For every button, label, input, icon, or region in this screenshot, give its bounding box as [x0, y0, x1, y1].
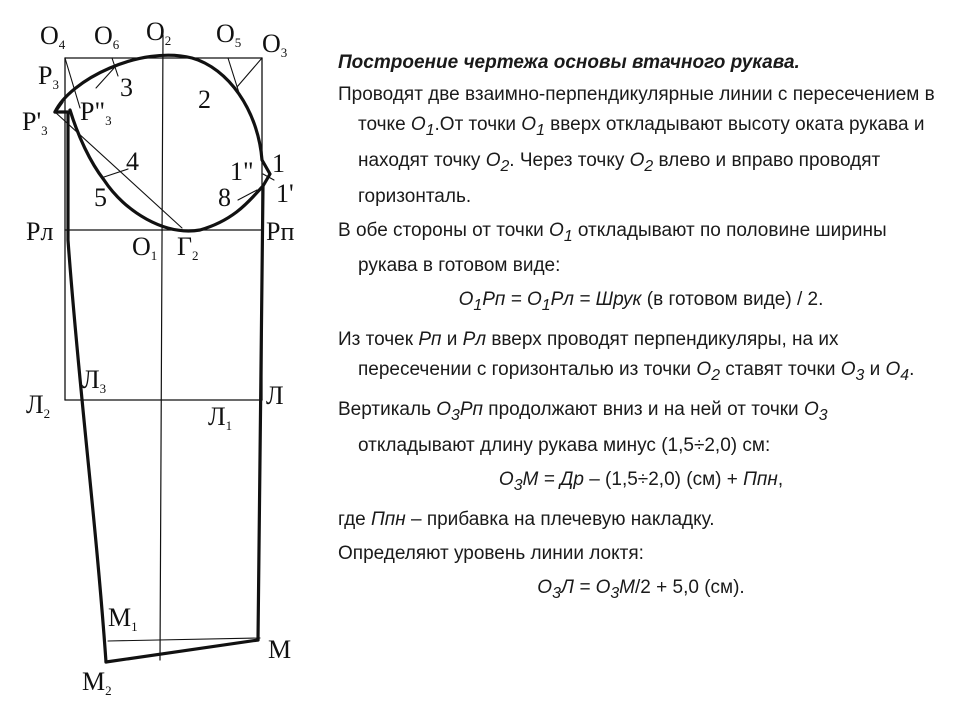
- aux-line-wrist: [107, 637, 261, 642]
- label-m: М: [268, 635, 291, 664]
- label-p3-double-prime: P"3: [80, 97, 112, 128]
- aux-line-segment-3: [95, 66, 116, 89]
- sleeve-pattern-drawing: O4 O6 O2 O5 O3 P3 P'3 P"3 Рл Рп O1 Г2 Л3…: [22, 17, 294, 698]
- label-p3: P3: [38, 61, 59, 92]
- center-vertical-line: [159, 34, 164, 661]
- paragraph-sleeve-length: Вертикаль О3Рп продолжают вниз и на ней …: [338, 398, 828, 456]
- segment-number-8: 8: [218, 183, 231, 212]
- back-sleeve-seam: [53, 110, 108, 664]
- segment-number-3: 3: [120, 73, 133, 102]
- aux-line-segment-4: [103, 168, 129, 178]
- instruction-text: Построение чертежа основы втачного рукав…: [338, 48, 944, 612]
- aux-line-o4-p3pp: [64, 57, 81, 109]
- segment-number-4: 4: [126, 147, 139, 176]
- label-o5: O5: [216, 19, 241, 50]
- front-sleeve-seam: [256, 184, 265, 642]
- aux-line-segment-8: [237, 189, 258, 201]
- label-p3-prime: P'3: [22, 107, 48, 138]
- label-m2: М2: [82, 667, 112, 698]
- label-o6: O6: [94, 21, 120, 52]
- label-l3: Л3: [82, 365, 106, 396]
- label-l2: Л2: [26, 390, 50, 421]
- paragraph-shoulder-pad: где Ппн – прибавка на плечевую накладку.: [338, 508, 715, 530]
- paragraph-perpendicular-lines: Проводят две взаимно-перпендикулярные ли…: [338, 84, 935, 207]
- formula-elbow-line: О3Л = О3М/2 + 5,0 (см).: [537, 576, 745, 602]
- segment-number-2: 2: [198, 85, 211, 114]
- back-cap-top: [53, 100, 64, 114]
- segment-number-1-prime: 1': [276, 179, 294, 208]
- label-pp: Рп: [266, 217, 294, 246]
- segment-number-1-double-prime: 1": [230, 157, 254, 186]
- segment-number-1: 1: [272, 149, 285, 178]
- label-l1: Л1: [208, 402, 232, 433]
- section-heading: Построение чертежа основы втачного рукав…: [338, 52, 800, 73]
- wrist-line: [104, 638, 260, 664]
- aux-line-o5: [227, 57, 241, 97]
- paragraph-elbow-line: Определяют уровень линии локтя:: [338, 542, 644, 564]
- label-o1: O1: [132, 232, 157, 263]
- front-cap-curve: [53, 53, 272, 233]
- label-pl: Рл: [26, 217, 53, 246]
- aux-line-top-right: [236, 57, 263, 88]
- label-m1: М1: [108, 603, 138, 634]
- label-o4: O4: [40, 21, 66, 52]
- formula-sleeve-length: О3М = Др – (1,5÷2,0) (см) + Ппн,: [498, 468, 784, 494]
- paragraph-sleeve-width: В обе стороны от точки О1 откладывают по…: [338, 219, 887, 277]
- paragraph-perpendiculars: Из точек Рп и Рл вверх проводят перпенди…: [338, 329, 915, 384]
- formula-sleeve-width: О1Рп = О1Рл = Шрук (в готовом виде) / 2.: [458, 289, 824, 315]
- label-g2: Г2: [177, 232, 199, 263]
- label-o2: O2: [146, 17, 171, 48]
- segment-number-5: 5: [94, 183, 107, 212]
- label-o3: O3: [262, 29, 287, 60]
- label-l: Л: [266, 381, 284, 410]
